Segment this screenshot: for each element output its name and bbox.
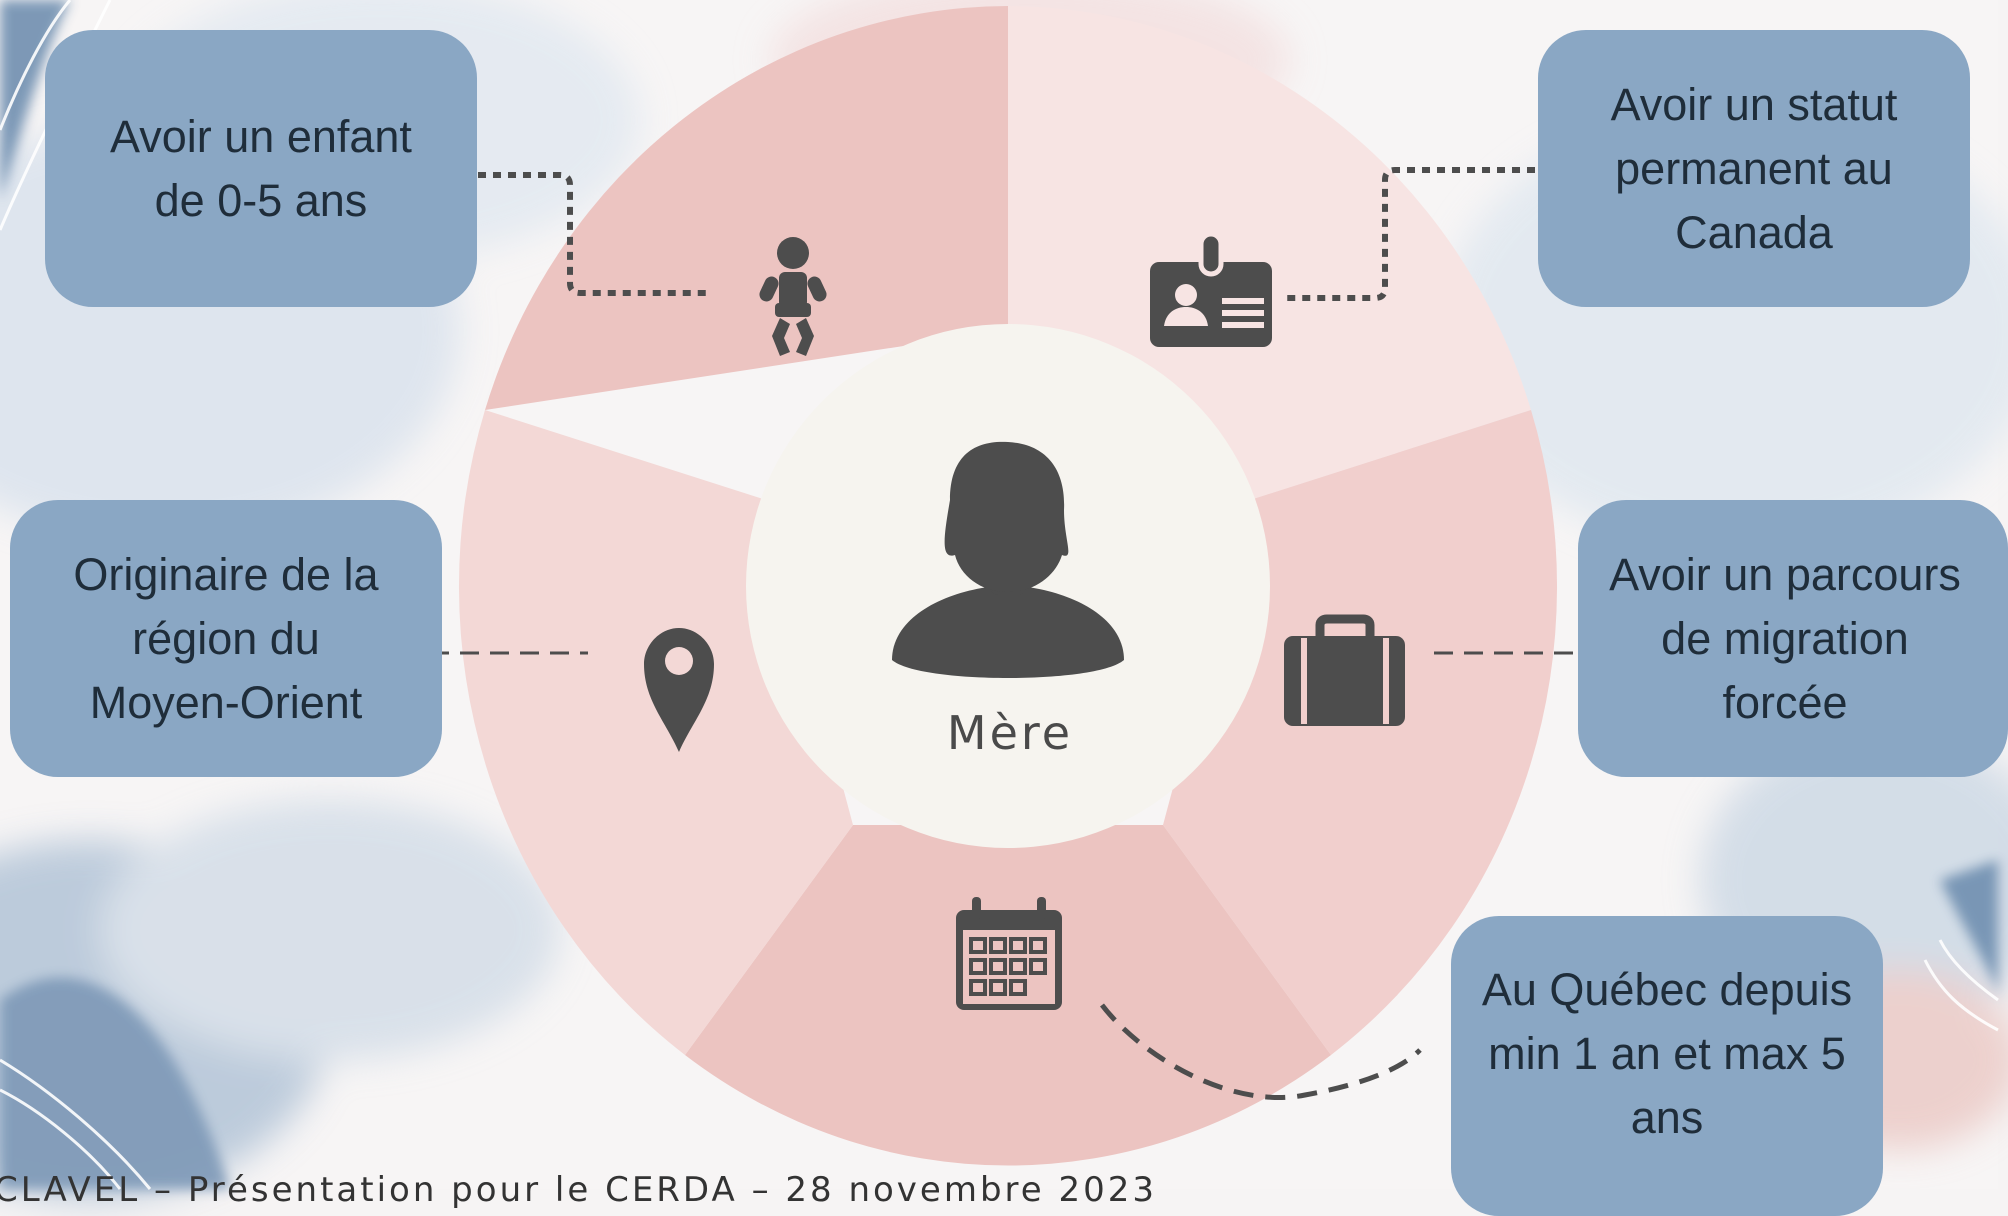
- baby-icon: [759, 237, 827, 356]
- criterion-text-migration: Avoir un parcours de migration forcée: [1609, 548, 1961, 728]
- mother-avatar-icon: [892, 441, 1124, 678]
- criterion-text-status: Avoir un statut permanent au Canada: [1610, 78, 1898, 258]
- criterion-text-child: Avoir un enfant de 0-5 ans: [110, 110, 412, 226]
- connector-status: [1283, 167, 1535, 301]
- criterion-box-status: Avoir un statut permanent au Canada: [1538, 30, 1970, 307]
- criterion-box-origin: Originaire de la région du Moyen-Orient: [10, 500, 442, 777]
- criterion-text-origin: Originaire de la région du Moyen-Orient: [73, 548, 379, 728]
- location-pin-icon: [644, 628, 714, 752]
- connector-duration: [1100, 1003, 1422, 1100]
- suitcase-icon: [1284, 614, 1405, 726]
- criterion-text-duration: Au Québec depuis min 1 an et max 5 ans: [1481, 964, 1853, 1143]
- footer-text: CLAVEL – Présentation pour le CERDA – 28…: [0, 1170, 1158, 1210]
- connectors: [430, 167, 1584, 1100]
- center-label: Mère: [946, 706, 1074, 760]
- segment-child: [485, 6, 1008, 410]
- id-badge-icon: [1150, 231, 1272, 347]
- criteria-wheel-diagram: [430, 6, 1584, 1166]
- calendar-icon: [956, 897, 1062, 1010]
- criterion-box-duration: Au Québec depuis min 1 an et max 5 ans: [1451, 916, 1883, 1216]
- criterion-box-child: Avoir un enfant de 0-5 ans: [45, 30, 477, 307]
- criterion-box-migration: Avoir un parcours de migration forcée: [1578, 500, 2008, 777]
